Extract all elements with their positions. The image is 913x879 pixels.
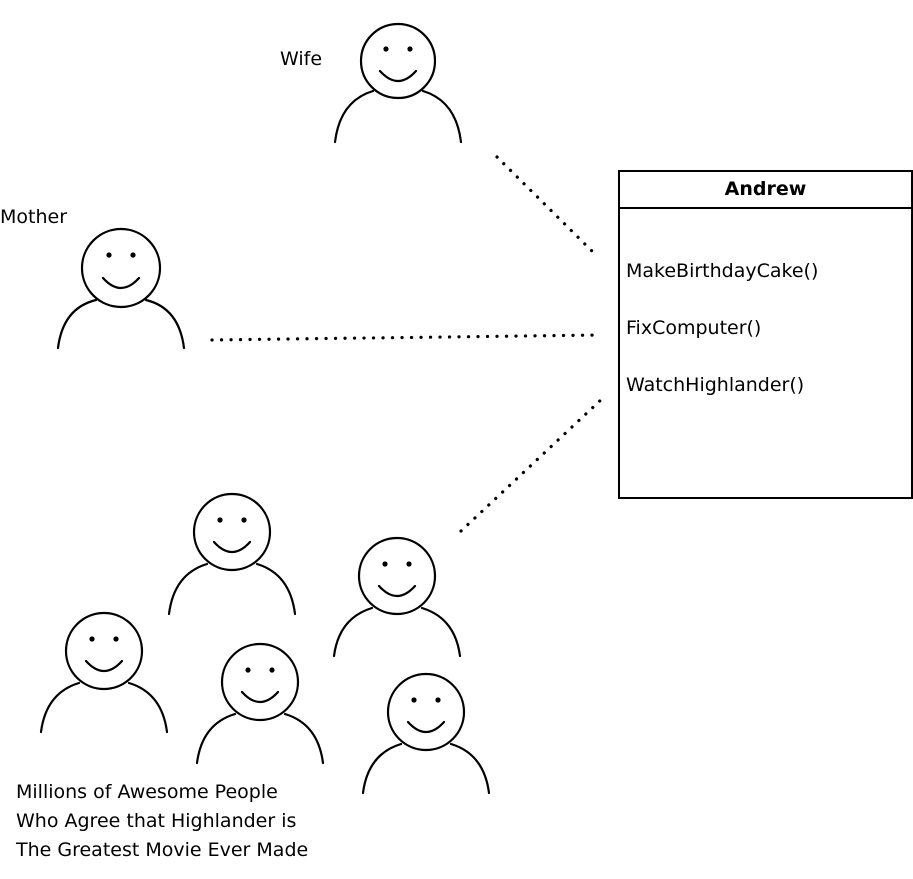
- wife-label: Wife: [280, 48, 323, 70]
- crowd-figure-icon: [332, 536, 462, 658]
- wife-connector: [495, 155, 599, 258]
- crowd-caption-line: Who Agree that Highlander is: [16, 810, 297, 832]
- crowd-caption-line: The Greatest Movie Ever Made: [16, 839, 309, 861]
- class-methods: MakeBirthdayCake() FixComputer() WatchHi…: [620, 209, 911, 431]
- crowd-figure-icon: [39, 611, 169, 734]
- crowd-figure-icon: [361, 672, 491, 795]
- wife-figure-icon: [333, 22, 463, 144]
- class-name: Andrew: [620, 172, 911, 209]
- mother-connector: [210, 333, 602, 342]
- crowd-figure-icon: [195, 642, 325, 765]
- method-make-birthday-cake: MakeBirthdayCake(): [626, 260, 819, 282]
- crowd-caption: Millions of Awesome People Who Agree tha…: [16, 778, 308, 865]
- crowd-connector: [459, 395, 606, 533]
- crowd-caption-line: Millions of Awesome People: [16, 781, 278, 803]
- mother-label: Mother: [0, 206, 68, 228]
- mother-figure-icon: [56, 227, 186, 350]
- method-fix-computer: FixComputer(): [626, 317, 762, 339]
- crowd-figure-icon: [167, 492, 297, 616]
- andrew-class-box: Andrew MakeBirthdayCake() FixComputer() …: [618, 170, 913, 499]
- method-watch-highlander: WatchHighlander(): [626, 374, 805, 396]
